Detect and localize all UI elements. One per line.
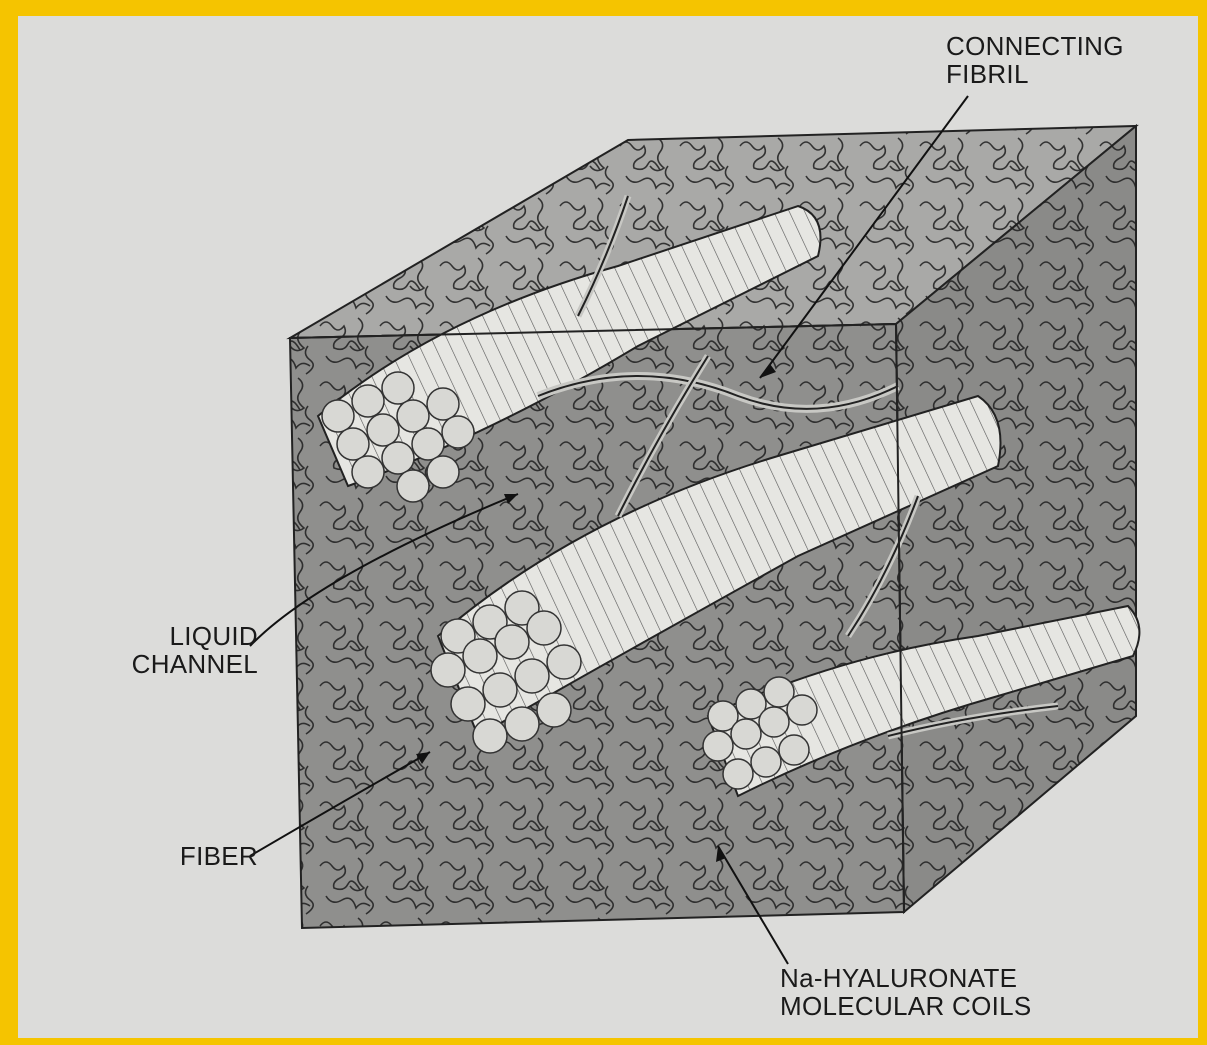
- label-connecting-fibril-line1: CONNECTING: [946, 32, 1124, 60]
- label-fiber-line1: FIBER: [98, 842, 258, 870]
- label-na-hyaluronate-line2: MOLECULAR COILS: [780, 992, 1032, 1020]
- label-na-hyaluronate: Na-HYALURONATE MOLECULAR COILS: [780, 964, 1032, 1020]
- label-liquid-channel: LIQUID CHANNEL: [78, 622, 258, 678]
- label-liquid-channel-line2: CHANNEL: [78, 650, 258, 678]
- cartilage-structure-diagram: [18, 16, 1198, 1038]
- label-liquid-channel-line1: LIQUID: [78, 622, 258, 650]
- label-fiber: FIBER: [98, 842, 258, 870]
- label-connecting-fibril: CONNECTING FIBRIL: [946, 32, 1124, 88]
- diagram-panel: CONNECTING FIBRIL LIQUID CHANNEL FIBER N…: [18, 16, 1198, 1038]
- label-connecting-fibril-line2: FIBRIL: [946, 60, 1124, 88]
- label-na-hyaluronate-line1: Na-HYALURONATE: [780, 964, 1032, 992]
